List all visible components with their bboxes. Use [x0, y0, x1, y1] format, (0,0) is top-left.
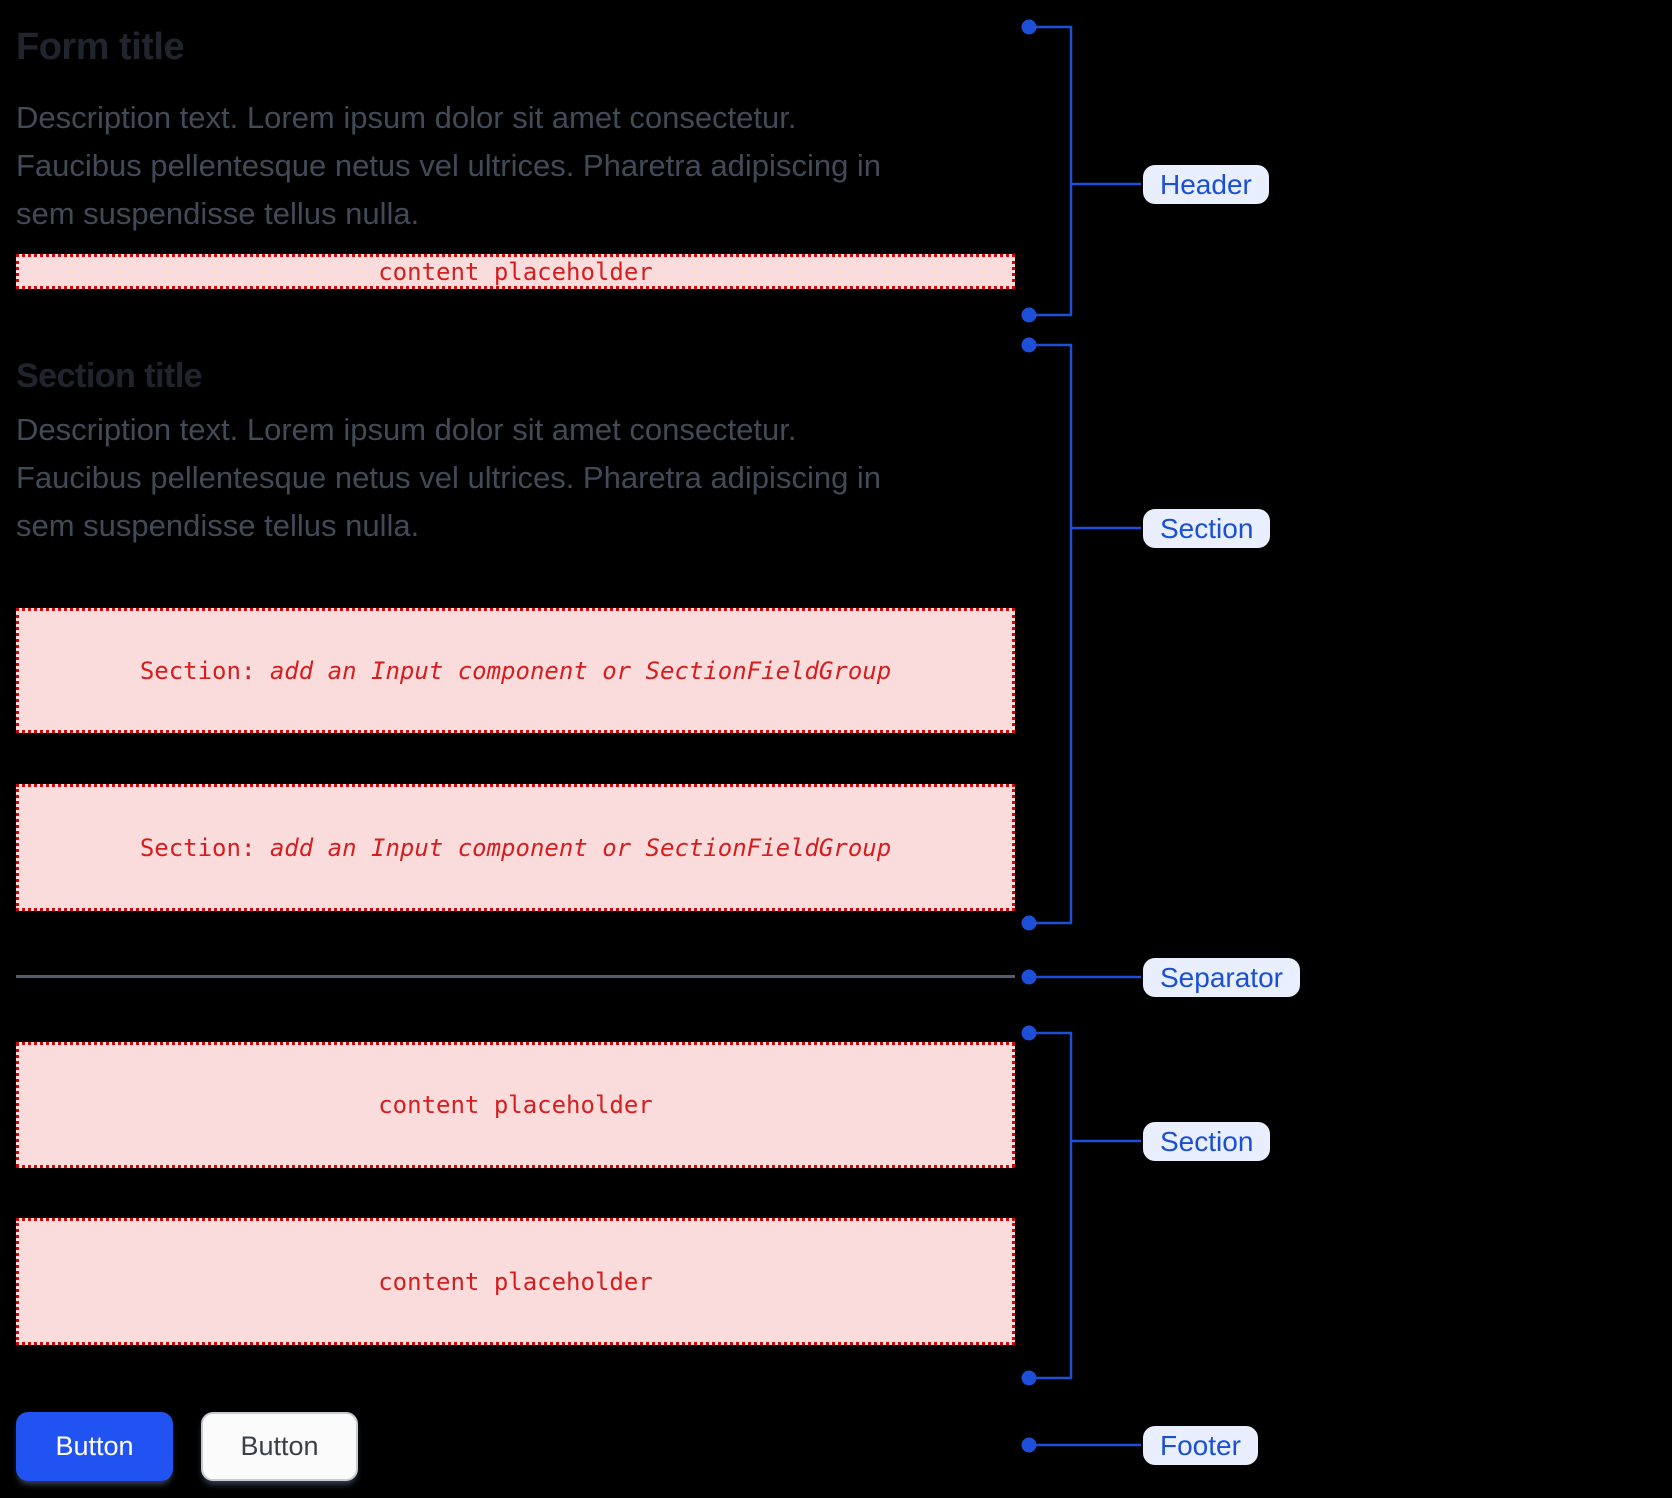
slot-prefix: Section: — [139, 656, 270, 685]
anchor-dot — [1021, 1370, 1037, 1386]
anchor-dot — [1021, 969, 1037, 985]
anchor-dot — [1021, 307, 1037, 323]
annotation-label-section-2: Section — [1143, 1122, 1271, 1161]
annotation-label-section-1: Section — [1143, 509, 1271, 548]
slot-prefix: Section: — [139, 833, 270, 862]
anchor-dot — [1021, 337, 1037, 353]
separator-line — [16, 975, 1015, 978]
placeholder-text: content placeholder — [378, 1091, 653, 1119]
section-input-slot: Section: add an Input component or Secti… — [16, 608, 1015, 733]
annotation-label-separator: Separator — [1143, 958, 1300, 997]
section1-bracket-line — [1029, 343, 1073, 925]
placeholder-text: content placeholder — [378, 257, 653, 286]
primary-button[interactable]: Button — [16, 1412, 173, 1481]
placeholder-text: content placeholder — [378, 1267, 653, 1296]
form-column: Form title Description text. Lorem ipsum… — [16, 0, 1015, 1481]
section-description-line: Description text. Lorem ipsum dolor sit … — [16, 412, 797, 447]
header-content-placeholder: content placeholder — [16, 254, 1015, 289]
form-title: Form title — [16, 26, 185, 68]
form-description-line: sem suspendisse tellus nulla. — [16, 196, 420, 231]
form-description-line: Description text. Lorem ipsum dolor sit … — [16, 100, 797, 135]
section2-bracket-line — [1029, 1031, 1073, 1380]
section2-content-placeholder: content placeholder — [16, 1218, 1015, 1345]
section-description-line: Faucibus pellentesque netus vel ultrices… — [16, 460, 882, 495]
section-title: Section title — [16, 357, 203, 395]
form-description-line: Faucibus pellentesque netus vel ultrices… — [16, 148, 882, 183]
anchor-dot — [1021, 915, 1037, 931]
secondary-button[interactable]: Button — [201, 1412, 358, 1481]
slot-hint: add an Input component or SectionFieldGr… — [269, 833, 892, 862]
footer-button-row: Button Button — [16, 1412, 1015, 1481]
header-bracket-line — [1029, 25, 1073, 317]
anchor-dot — [1021, 1437, 1037, 1453]
form-description: Description text. Lorem ipsum dolor sit … — [16, 94, 1015, 238]
anchor-dot — [1021, 1025, 1037, 1041]
annotation-label-header: Header — [1143, 165, 1269, 204]
slot-hint: add an Input component or SectionFieldGr… — [269, 656, 892, 685]
section-description: Description text. Lorem ipsum dolor sit … — [16, 406, 1015, 550]
anchor-dot — [1021, 19, 1037, 35]
section2-content-placeholder: content placeholder — [16, 1042, 1015, 1168]
section-input-slot: Section: add an Input component or Secti… — [16, 784, 1015, 911]
annotation-label-footer: Footer — [1143, 1426, 1258, 1465]
section-description-line: sem suspendisse tellus nulla. — [16, 508, 420, 543]
